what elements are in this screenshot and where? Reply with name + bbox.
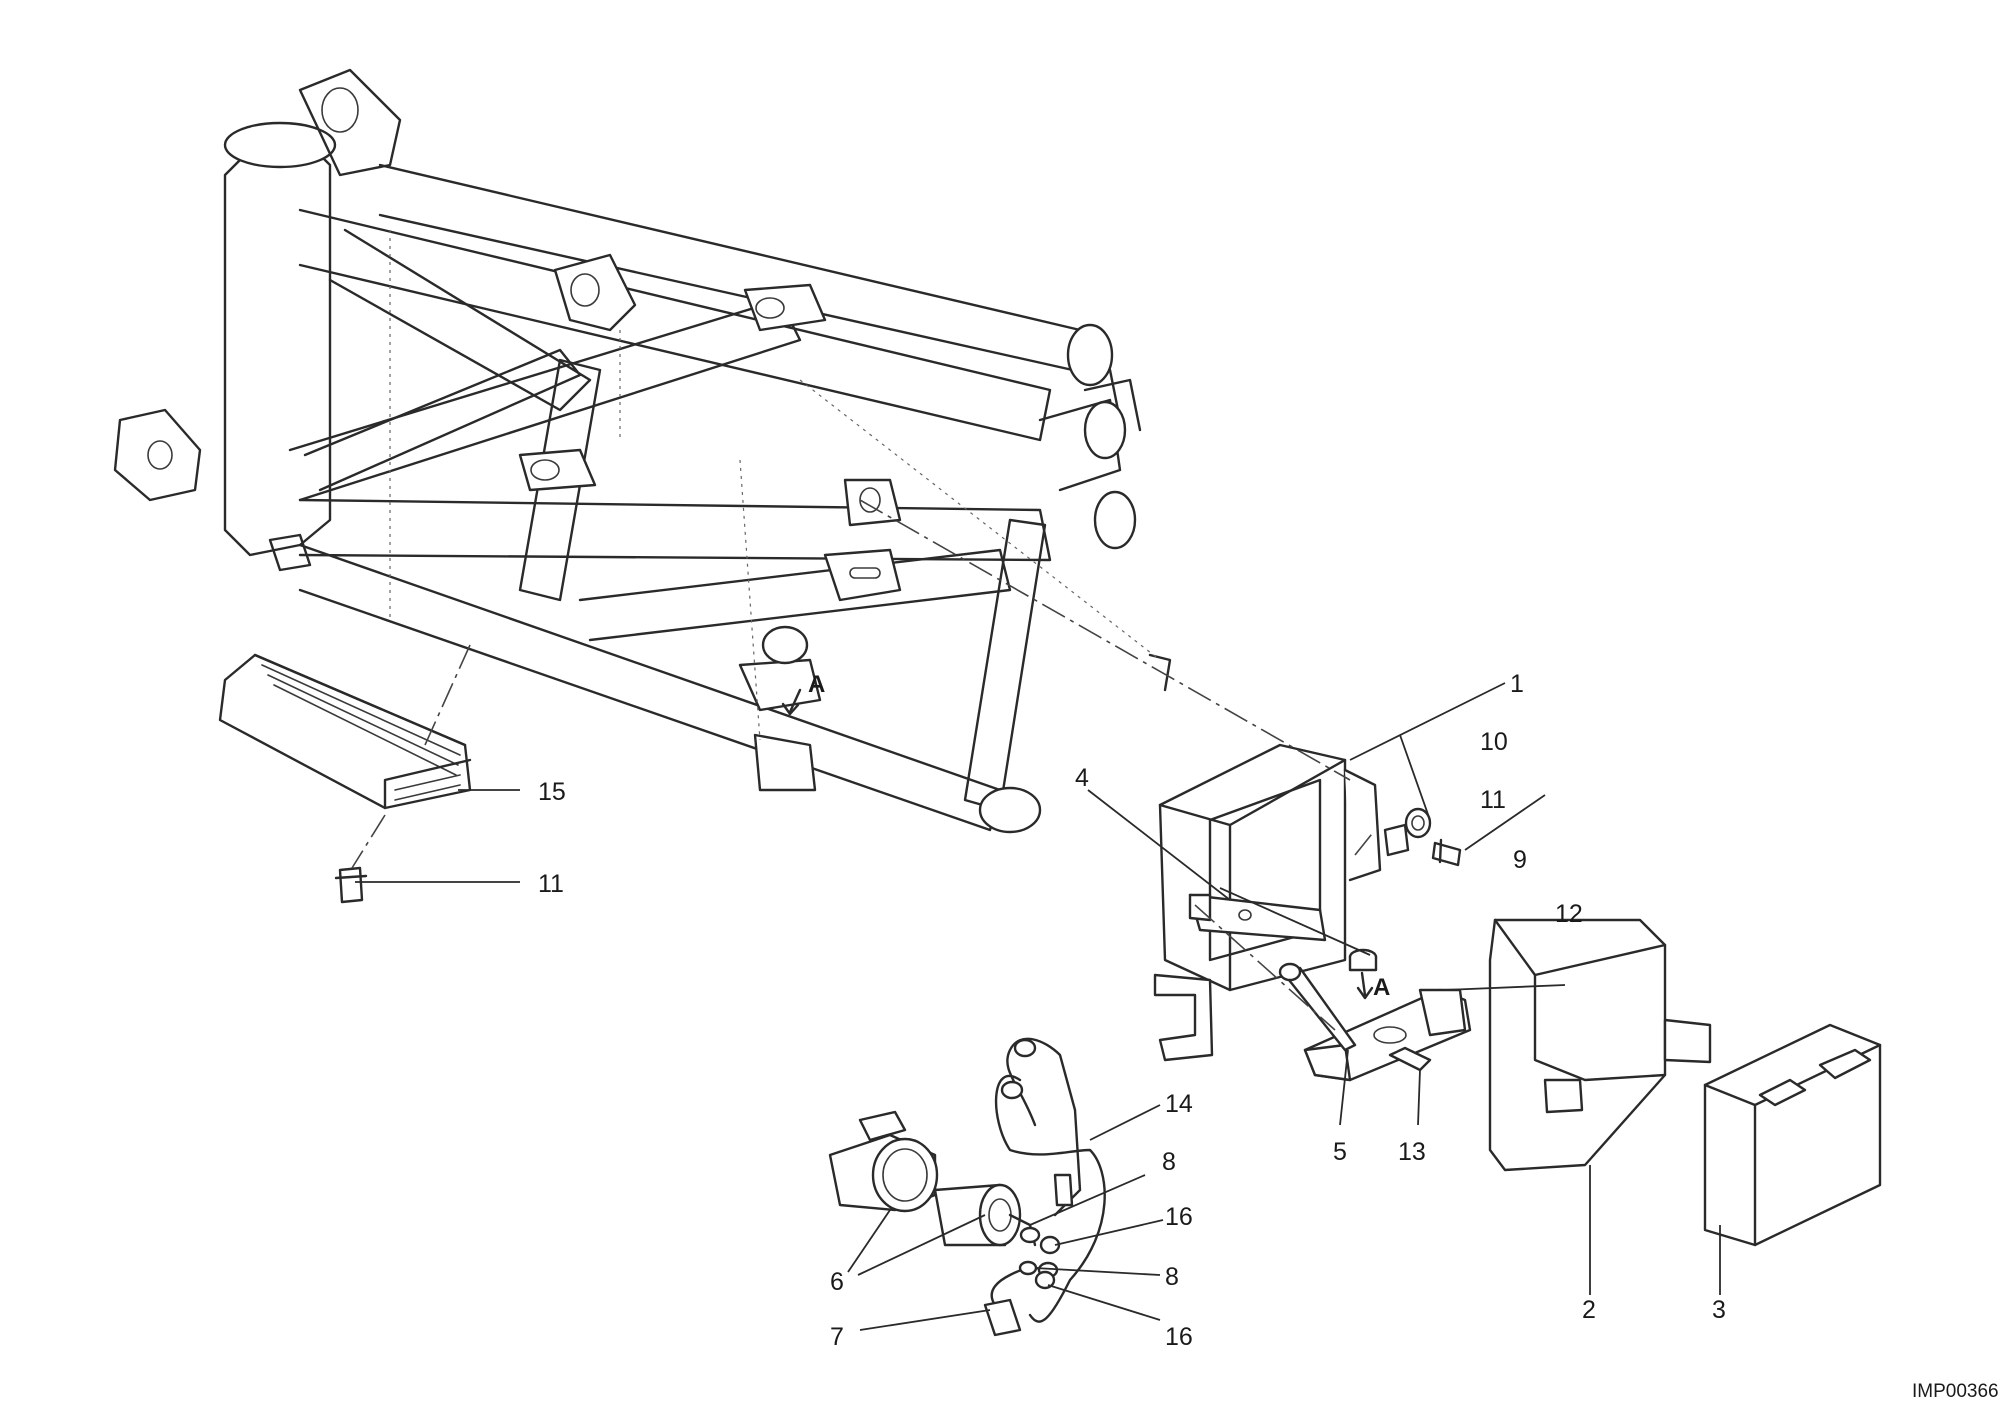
battery-box — [1153, 743, 1382, 1062]
callout-11-right: 11 — [1480, 786, 1506, 814]
callout-8-upper: 8 — [1162, 1148, 1176, 1176]
callout-8-lower: 8 — [1165, 1263, 1179, 1291]
callout-7: 7 — [830, 1323, 844, 1351]
callout-3: 3 — [1712, 1296, 1726, 1324]
detail-arrow-bracket — [1360, 971, 1367, 997]
callout-6: 6 — [830, 1268, 844, 1296]
wiring-harness — [994, 1037, 1106, 1323]
callout-15: 15 — [538, 778, 566, 806]
screw-11-right — [1431, 841, 1462, 867]
starter-relay — [828, 1110, 1037, 1247]
detail-arrow-frame — [788, 688, 802, 714]
screw-5 — [1283, 966, 1357, 1052]
callout-14: 14 — [1165, 1090, 1193, 1118]
battery-cover — [1488, 918, 1712, 1172]
nut-16-lower — [1034, 1270, 1056, 1290]
ground-cable — [983, 1261, 1059, 1337]
washer-8-lower — [1018, 1260, 1038, 1276]
callout-10: 10 — [1480, 728, 1508, 756]
washer-10 — [1404, 807, 1432, 839]
callout-1: 1 — [1510, 670, 1524, 698]
rubber-pad-9 — [1348, 948, 1378, 972]
callout-16-lower: 16 — [1165, 1323, 1193, 1351]
nut-16-upper — [1039, 1235, 1061, 1255]
mounting-bracket — [1303, 988, 1472, 1082]
detail-marker-a-bracket: A — [1373, 974, 1390, 1001]
drawing-code: IMP00366 — [1912, 1381, 1999, 1402]
leader-lines — [355, 682, 1721, 1331]
callout-5: 5 — [1333, 1138, 1347, 1166]
callout-12: 12 — [1555, 900, 1583, 928]
callout-9: 9 — [1513, 846, 1527, 874]
callout-2: 2 — [1582, 1296, 1596, 1324]
motorcycle-frame — [113, 68, 1172, 834]
callout-11-left: 11 — [538, 870, 564, 898]
callout-16-upper: 16 — [1165, 1203, 1193, 1231]
callout-13: 13 — [1398, 1138, 1426, 1166]
screw-13 — [1388, 1046, 1432, 1072]
callout-4: 4 — [1075, 764, 1089, 792]
voltage-regulator — [218, 653, 472, 904]
detail-marker-a-frame: A — [808, 671, 825, 698]
battery — [1703, 1023, 1882, 1247]
washer-8-upper — [1019, 1226, 1041, 1244]
